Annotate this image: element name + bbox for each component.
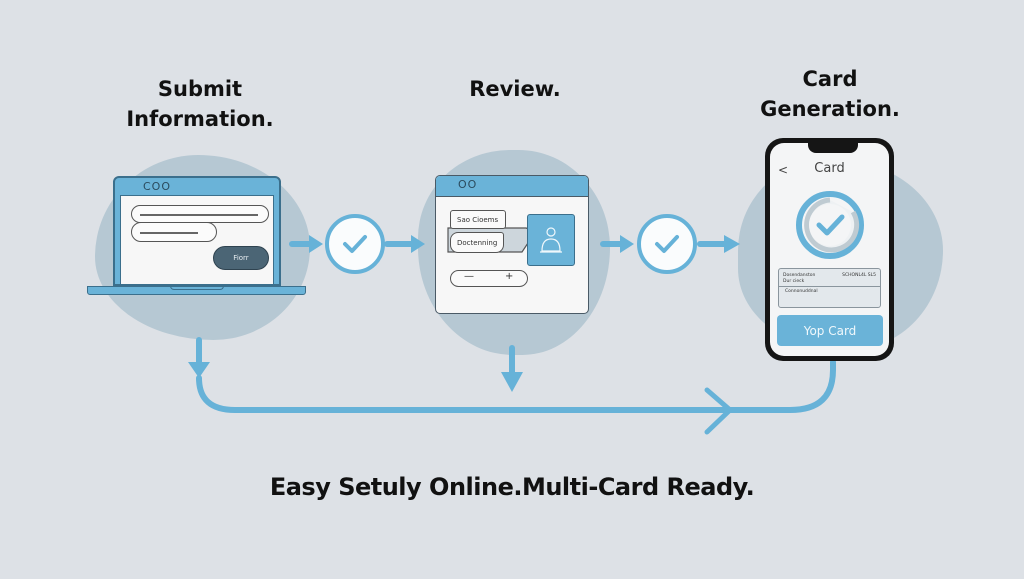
- form-field-2[interactable]: [131, 222, 217, 242]
- loop-chevron-arrowhead: [704, 387, 734, 435]
- arrowhead-to-check1: [309, 235, 323, 253]
- info-left-1: Dosendanston: [783, 273, 816, 278]
- phone-screen: < Card Dosendanston SCHONL4L SL5 Dur cie…: [770, 143, 889, 356]
- your-card-button[interactable]: Yop Card: [777, 315, 883, 346]
- arrowhead-from-check1: [411, 235, 425, 253]
- laptop-base: [87, 286, 306, 295]
- phone-screen-title: Card: [814, 161, 845, 176]
- down-arrowhead-left: [188, 362, 210, 378]
- review-window-title: OO: [458, 178, 478, 191]
- person-icon: [540, 227, 562, 253]
- info-right-1: SCHONL4L SL5: [842, 273, 876, 278]
- field-1-placeholder-line: [140, 214, 258, 216]
- laptop-form-area: Fiorr: [120, 195, 274, 284]
- info-left-3: Connonuddnal: [785, 289, 818, 294]
- card-info-panel: Dosendanston SCHONL4L SL5 Dur cieck Conn…: [778, 268, 881, 308]
- check-circle-2: [637, 214, 697, 274]
- arrowhead-to-check2: [620, 235, 634, 253]
- bottom-loop-path: [196, 359, 836, 413]
- avatar-card[interactable]: [527, 214, 575, 266]
- tagline: Easy Setuly Online.Multi-Card Ready.: [269, 473, 755, 501]
- info-separator: [779, 286, 880, 287]
- step-title-card-generation: Card Generation.: [760, 67, 900, 121]
- info-left-2: Dur cieck: [783, 279, 805, 284]
- checkmark-icon: [343, 235, 367, 253]
- checkmark-icon: [655, 235, 679, 253]
- back-chevron-icon[interactable]: <: [778, 163, 789, 177]
- review-box-2[interactable]: Doctenning: [450, 232, 504, 253]
- laptop-window-title: COO: [143, 180, 171, 193]
- laptop-trackpad-notch: [170, 286, 224, 290]
- down-arrowhead-mid: [501, 372, 523, 392]
- form-field-1[interactable]: [131, 205, 269, 223]
- laptop-screen: COO Fiorr: [113, 176, 281, 286]
- stepper-minus[interactable]: —: [464, 271, 474, 282]
- step-title-review: Review.: [469, 77, 561, 101]
- review-titlebar: OO: [436, 176, 588, 197]
- phone-notch: [808, 143, 858, 153]
- review-window: OO Sao Cioems Doctenning — +: [435, 175, 589, 314]
- success-ring-check-icon: [796, 191, 864, 259]
- review-box-1[interactable]: Sao Cioems: [450, 210, 506, 229]
- field-2-placeholder-line: [140, 232, 198, 234]
- step-title-submit: Submit Information.: [126, 77, 274, 131]
- stepper-plus[interactable]: +: [505, 271, 514, 282]
- arrowhead-from-check2: [724, 235, 740, 253]
- submit-form-button[interactable]: Fiorr: [213, 246, 269, 270]
- check-circle-1: [325, 214, 385, 274]
- phone-device: < Card Dosendanston SCHONL4L SL5 Dur cie…: [765, 138, 894, 361]
- quantity-stepper[interactable]: — +: [450, 270, 528, 287]
